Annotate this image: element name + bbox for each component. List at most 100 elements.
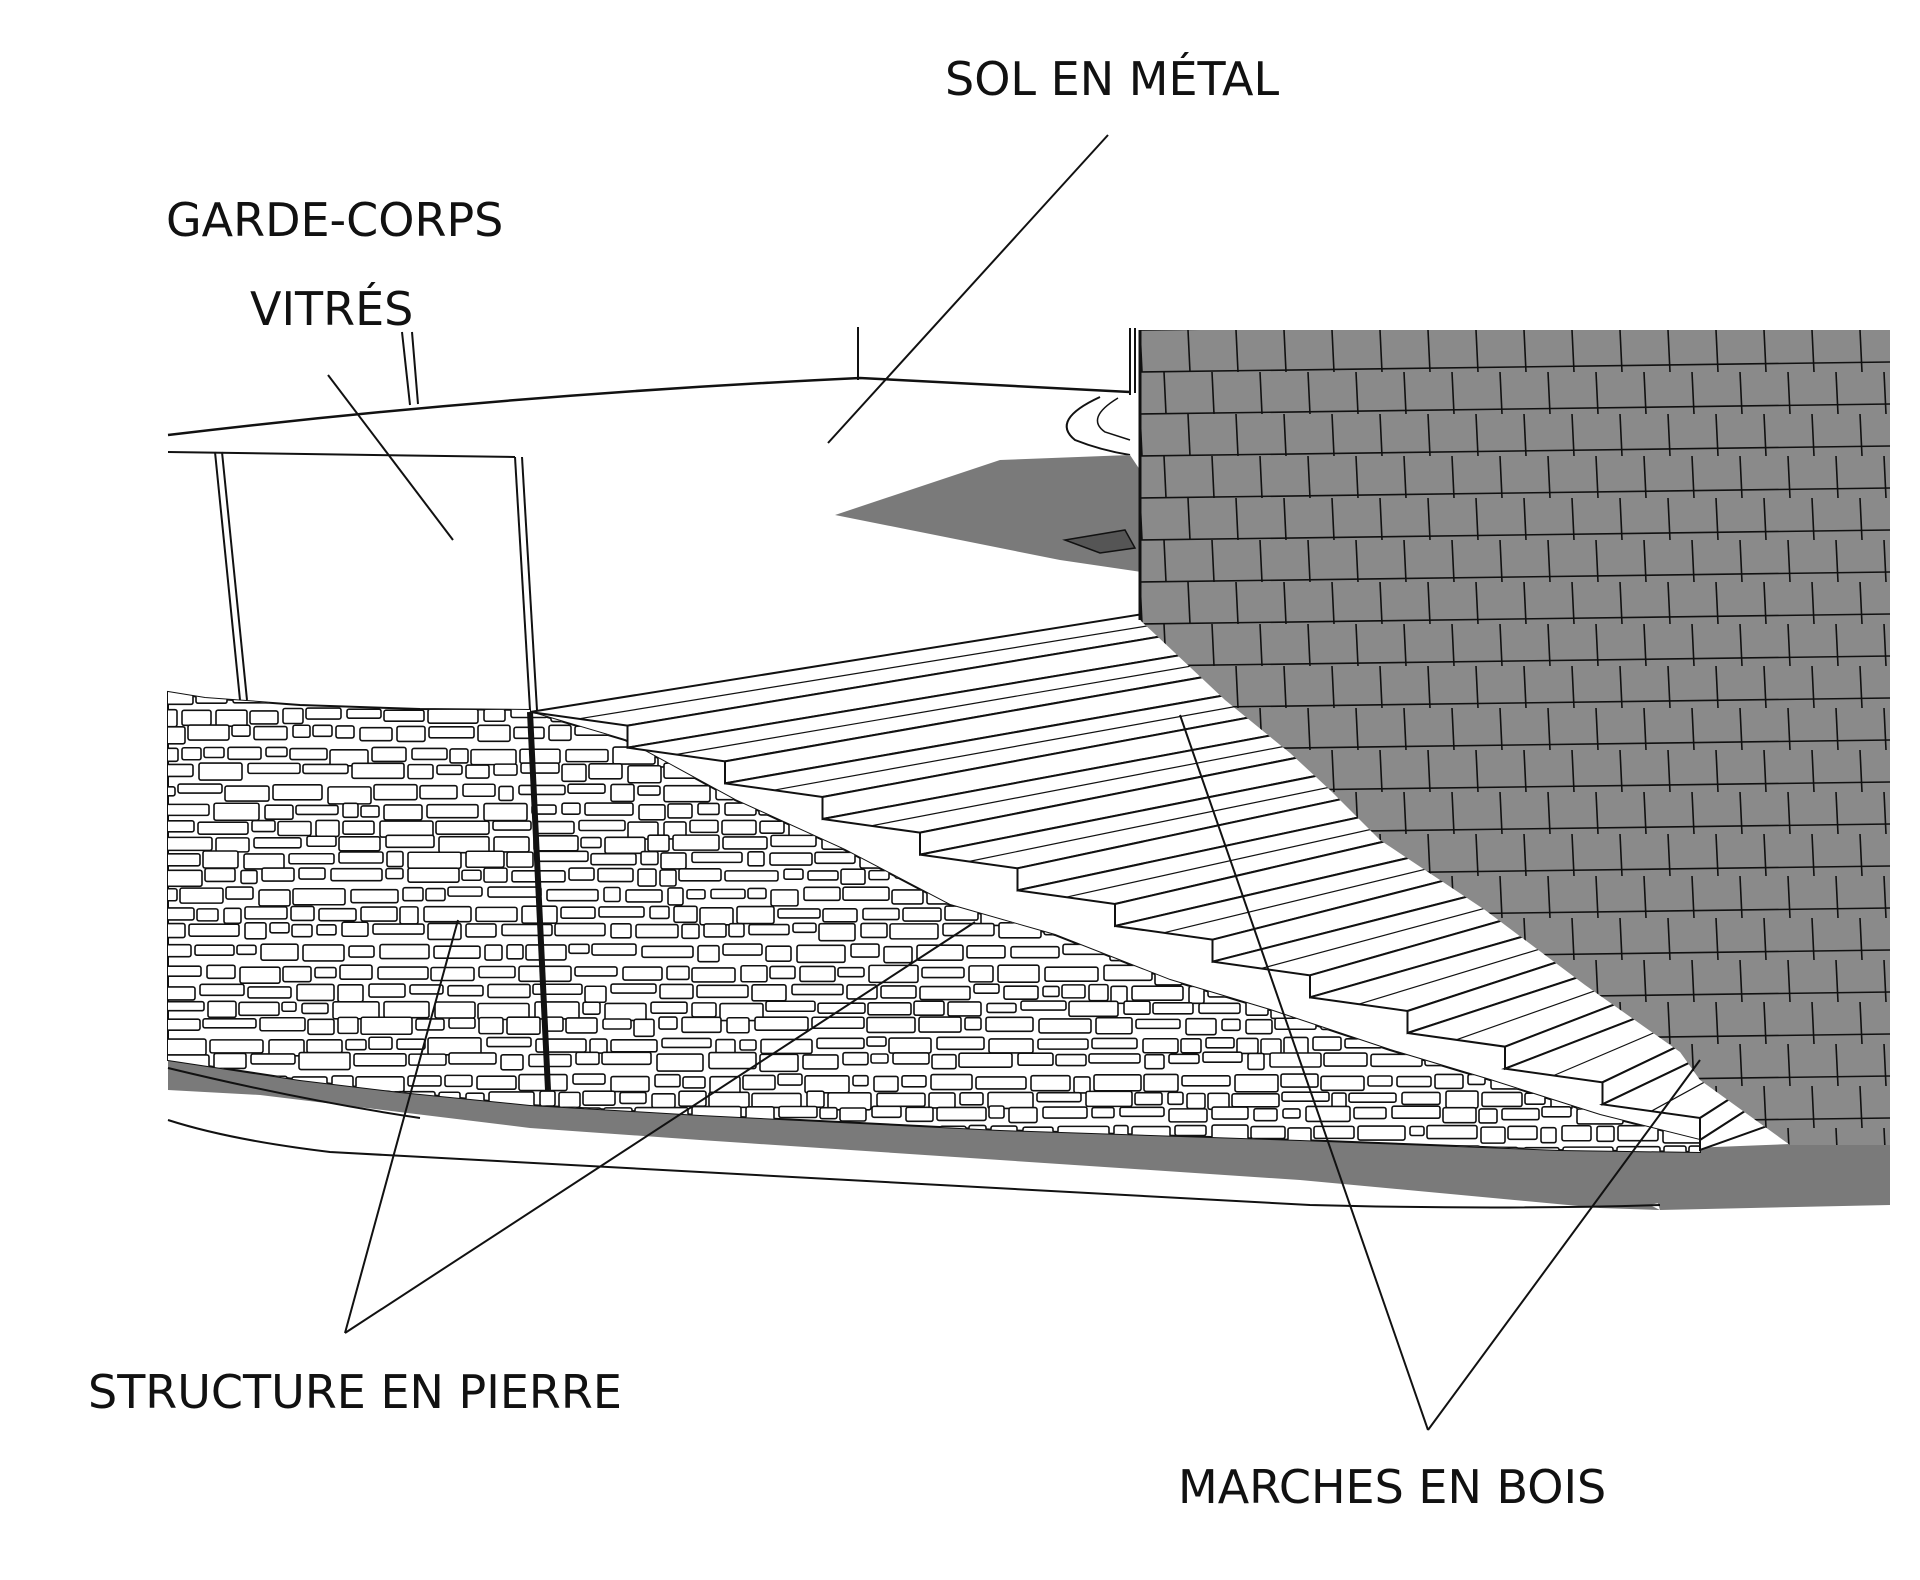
stone-block	[448, 1017, 476, 1029]
stone-block	[703, 923, 727, 938]
stone-block	[567, 783, 606, 794]
stone-block	[168, 708, 178, 728]
stone-block	[465, 923, 497, 938]
stone-block	[889, 923, 939, 940]
stone-block	[778, 802, 808, 815]
stone-block	[416, 1124, 439, 1144]
shingle-joint	[1739, 791, 1743, 835]
shingle-joint	[1883, 1043, 1887, 1087]
stone-block	[1020, 1000, 1067, 1011]
stone-block	[1187, 966, 1242, 984]
label-sol-en-metal: SOL EN MÉTAL	[945, 52, 1280, 106]
stone-block	[470, 748, 517, 766]
shingle-joint	[1355, 455, 1359, 499]
stone-block	[710, 888, 746, 900]
stone-block	[373, 783, 418, 801]
stone-block	[251, 819, 276, 833]
stone-block	[1167, 943, 1195, 961]
stone-block	[243, 853, 285, 870]
stone-block	[1234, 1073, 1279, 1093]
stone-block	[647, 834, 670, 852]
stone-block	[444, 1074, 473, 1088]
stone-block	[438, 835, 490, 854]
shingle-joint	[1595, 539, 1599, 583]
stone-block	[777, 908, 821, 919]
stone-block	[678, 1090, 707, 1107]
shingle-joint	[1355, 707, 1359, 751]
stone-block	[726, 1016, 750, 1034]
shingle-joint	[1811, 581, 1815, 625]
stone-block	[215, 709, 248, 727]
shingle-course-line	[1140, 445, 1890, 457]
stone-block	[327, 786, 372, 805]
ground-shadow-right	[1640, 1140, 1890, 1210]
shingle-joint	[1451, 539, 1455, 583]
stone-block	[1091, 1106, 1115, 1119]
stone-block	[1260, 1038, 1282, 1055]
stone-block	[168, 763, 194, 778]
shingle-joint	[1835, 707, 1839, 751]
stone-block	[492, 820, 532, 831]
metal-floor-edge	[167, 376, 1131, 437]
stone-block	[307, 1107, 347, 1124]
shingle-joint	[1595, 875, 1599, 919]
stone-block	[181, 709, 212, 727]
stone-block	[1180, 1037, 1202, 1054]
leader-marches-a	[1179, 714, 1429, 1431]
shingle-joint	[1763, 1085, 1767, 1129]
stone-block	[1663, 1145, 1687, 1152]
stone-block	[202, 850, 239, 869]
shingle-joint	[1235, 413, 1239, 457]
shingle-joint	[1859, 665, 1863, 709]
shingle-joint	[1307, 371, 1311, 415]
ground-edge	[167, 1067, 1661, 1209]
shingle-course-line	[1140, 571, 1890, 583]
stone-block	[1281, 1091, 1330, 1102]
shingle-joint	[1523, 330, 1527, 373]
stone-block	[584, 802, 634, 816]
stone-block	[1119, 1106, 1165, 1118]
stone-block	[314, 966, 337, 979]
stone-block	[959, 1091, 984, 1106]
stone-block	[638, 803, 666, 821]
stone-block	[913, 1000, 945, 1017]
shingle-joint	[1883, 455, 1887, 499]
stone-block	[580, 836, 602, 849]
stone-block	[866, 1016, 916, 1034]
stone-block	[747, 851, 765, 867]
shingle-joint	[1787, 1043, 1791, 1087]
shingle-joint	[1763, 917, 1767, 961]
stone-block	[493, 763, 518, 776]
stone-block	[514, 1144, 554, 1152]
stone-block	[337, 1016, 359, 1035]
stone-block	[168, 820, 195, 833]
shingle-joint	[1331, 330, 1335, 373]
stone-block	[168, 836, 213, 852]
stone-block	[574, 725, 620, 736]
stone-block	[518, 784, 566, 796]
shingle-joint	[1523, 665, 1527, 709]
stone-block	[1524, 1092, 1546, 1106]
label-structure-en-pierre: STRUCTURE EN PIERRE	[88, 1365, 622, 1419]
stone-block	[1236, 1037, 1259, 1055]
stone-block	[407, 763, 434, 780]
stone-block	[168, 1000, 205, 1012]
shingle-joint	[1403, 371, 1407, 415]
stone-block	[383, 804, 423, 821]
stone-block	[1003, 985, 1039, 1000]
stone-block	[760, 1038, 813, 1055]
stone-block	[722, 836, 768, 850]
stone-block	[447, 886, 483, 897]
stone-block	[1401, 1091, 1441, 1106]
shingle-joint	[1571, 749, 1575, 793]
stone-block	[225, 886, 254, 900]
stone-block	[204, 867, 236, 883]
stone-block	[661, 1037, 712, 1049]
stone-block	[296, 983, 335, 1002]
stone-block	[1030, 1074, 1071, 1092]
shingle-joint	[1811, 413, 1815, 457]
shingle-joint	[1379, 749, 1383, 793]
shingle-joint	[1307, 623, 1311, 667]
stone-block	[360, 805, 380, 818]
shingle-joint	[1595, 707, 1599, 751]
